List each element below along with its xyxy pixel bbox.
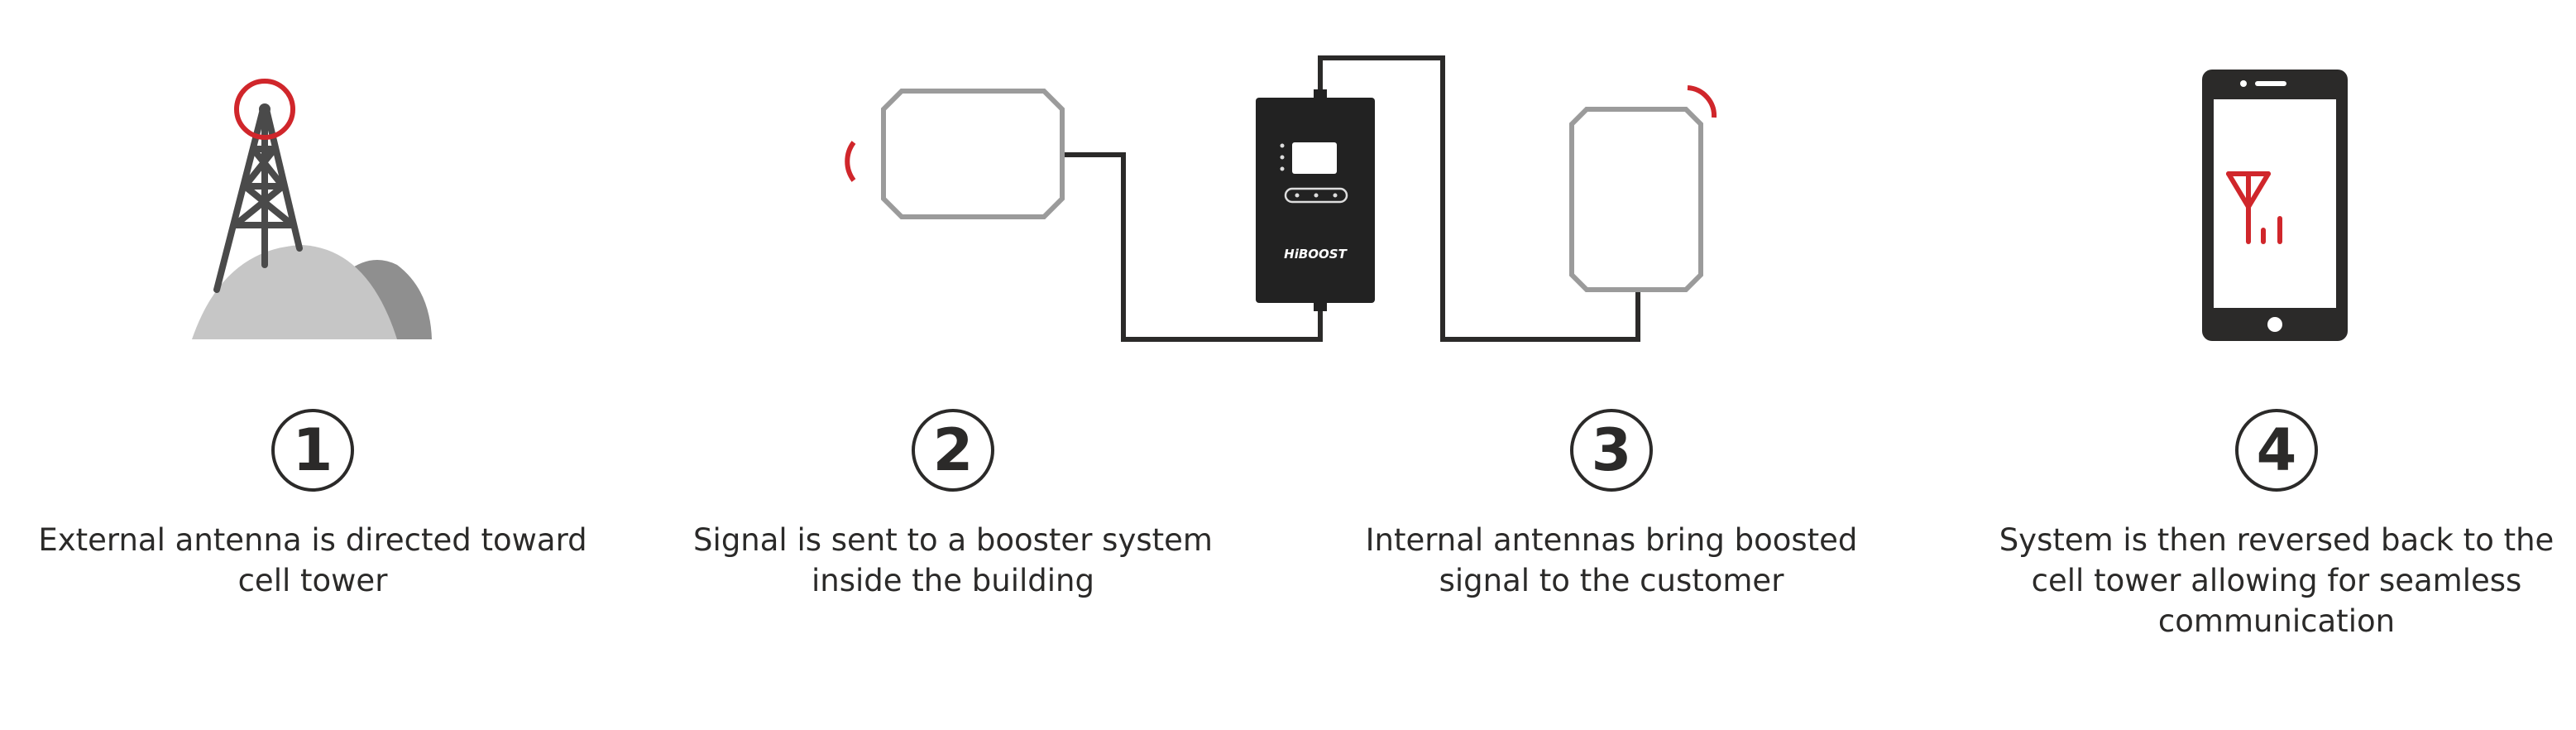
- smartphone-icon: [2202, 70, 2348, 341]
- phone-screen: [2214, 99, 2336, 308]
- booster-button: [1333, 193, 1338, 198]
- antenna-signal-icon: [2226, 171, 2282, 244]
- booster-button: [1314, 193, 1319, 198]
- phone-speaker: [2255, 81, 2286, 86]
- booster-unit: [1256, 98, 1375, 303]
- indoor-antenna-icon: [1569, 85, 1717, 292]
- step-caption: Signal is sent to a booster system insid…: [693, 522, 1213, 598]
- step-number-badge: 3: [1570, 409, 1653, 492]
- booster-connector-top: [1314, 89, 1327, 101]
- indoor-signal-arc-icon: [1687, 85, 1717, 118]
- step-caption: System is then reversed back to the cell…: [1999, 522, 2554, 639]
- outdoor-panel-antenna: [881, 89, 1065, 219]
- tower-tip: [259, 103, 271, 115]
- step-number-badge: 4: [2235, 409, 2318, 492]
- step-4: 4 System is then reversed back to the ce…: [1946, 409, 2576, 641]
- signal-ring-icon: [234, 79, 295, 140]
- booster-button-strip: [1284, 187, 1348, 204]
- booster-led: [1280, 155, 1285, 160]
- booster-button: [1295, 193, 1300, 198]
- outdoor-signal-arc-icon: [845, 141, 856, 182]
- booster-led: [1280, 143, 1285, 148]
- cell-tower-icon: [192, 79, 432, 339]
- step-number-badge: 1: [271, 409, 354, 492]
- phone-camera: [2240, 80, 2247, 87]
- step-number-badge: 2: [912, 409, 994, 492]
- booster-connector-bottom: [1314, 300, 1327, 311]
- booster-brand-label: HiBOOST: [1284, 247, 1348, 262]
- booster-led: [1280, 166, 1285, 171]
- step-caption: Internal antennas bring boosted signal t…: [1365, 522, 1858, 598]
- cables: [1062, 55, 1640, 342]
- hill: [192, 245, 397, 339]
- booster-screen: [1292, 142, 1337, 174]
- step-2: 2 Signal is sent to a booster system ins…: [622, 409, 1284, 601]
- step-3: 3 Internal antennas bring boosted signal…: [1281, 409, 1942, 601]
- step-caption: External antenna is directed toward cell…: [38, 522, 587, 598]
- step-1: 1 External antenna is directed toward ce…: [0, 409, 644, 601]
- indoor-panel-antenna: [1569, 107, 1703, 292]
- phone-home-button: [2267, 317, 2282, 332]
- booster-system-icon: HiBOOST: [845, 55, 1640, 342]
